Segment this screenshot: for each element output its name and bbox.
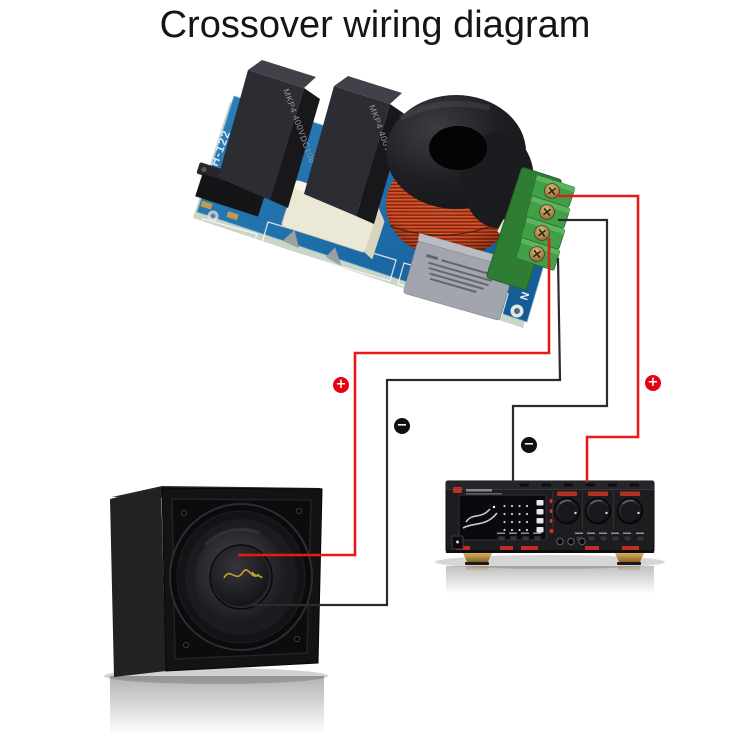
amp-button-row <box>497 532 645 542</box>
amplifier-negative-badge: − <box>521 437 537 453</box>
amp-knob-1 <box>553 497 581 525</box>
wires <box>238 194 640 607</box>
crossover-board: WEAH-122 <box>193 60 576 328</box>
board-n-label: N <box>518 291 532 302</box>
speaker-positive-badge: + <box>333 377 349 393</box>
amp-power-button <box>451 535 464 550</box>
amp-panel-dividers <box>552 491 614 529</box>
speaker-negative-badge: − <box>394 418 410 434</box>
amp-display <box>458 494 547 541</box>
gray-capacitor-markings <box>425 253 498 293</box>
inductor-coil <box>386 95 534 258</box>
speaker-reflection <box>110 676 324 734</box>
page-title: Crossover wiring diagram <box>159 4 591 46</box>
amp-display-bird-graphic <box>462 508 498 529</box>
amp-brand-logo <box>453 487 462 493</box>
amp-jacks <box>556 537 586 546</box>
speaker-side-panel <box>110 487 166 677</box>
terminal-3 <box>520 217 566 250</box>
amp-knob-labels <box>557 491 640 496</box>
wire-amplifier-positive <box>556 194 640 482</box>
woofer <box>169 503 313 651</box>
film-capacitor-gray <box>403 233 515 321</box>
amp-display-buttons <box>536 500 544 533</box>
film-capacitor-1: MKP4 400VDC106 <box>218 60 320 208</box>
speaker-logo-icon <box>223 569 263 579</box>
amp-reflection <box>446 566 654 594</box>
amp-vent-slots <box>520 483 639 487</box>
terminal-1 <box>530 175 576 208</box>
amplifier <box>435 480 665 594</box>
speaker-box <box>104 486 328 734</box>
wire-speaker-positive <box>238 238 551 557</box>
wire-amplifier-negative <box>511 218 609 483</box>
amp-knob-2 <box>584 497 612 525</box>
wire-speaker-negative <box>250 257 562 607</box>
amplifier-positive-badge: + <box>645 375 661 391</box>
amp-feet <box>463 553 644 565</box>
speaker-screws <box>180 507 303 649</box>
amp-knob-3 <box>616 497 644 525</box>
